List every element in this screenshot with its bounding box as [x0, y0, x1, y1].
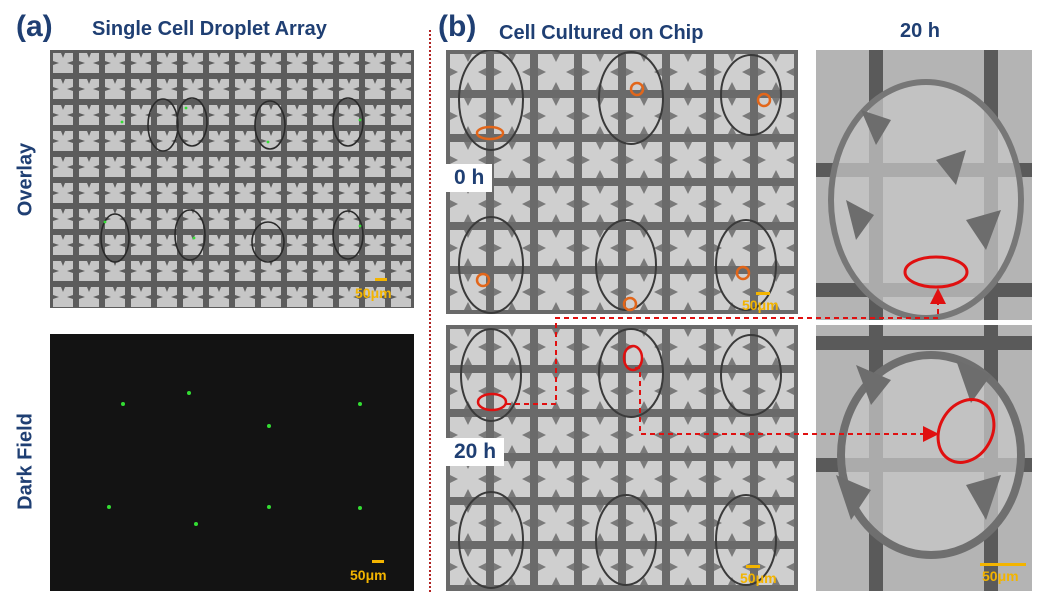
time-label-0h: 0 h [446, 164, 493, 192]
chip-0h-micrograph: 0 h 50μm [446, 50, 798, 314]
dark-field-scale-bar [372, 560, 384, 563]
chip-20h-scale-label: 50μm [740, 570, 777, 586]
chip-0h-scale-label: 50μm [742, 297, 779, 313]
zoom-scale-bar [980, 563, 1026, 566]
cell-dot [267, 505, 271, 509]
cell-dot [267, 424, 271, 428]
cell-dot [194, 522, 198, 526]
zoom-bottom-micrograph: 50μm [816, 325, 1032, 591]
panel-divider [429, 30, 431, 592]
overlay-scale-bar [375, 278, 387, 281]
panel-a-title: Single Cell Droplet Array [92, 18, 327, 40]
overlay-scale-label: 50μm [355, 285, 392, 301]
cell-dot [358, 506, 362, 510]
time-label-20h: 20 h [446, 438, 505, 466]
panel-b-right-title: 20 h [900, 20, 941, 42]
cell-dot [187, 391, 191, 395]
chip-0h-scale-bar [756, 292, 770, 295]
dark-field-micrograph: 50μm [50, 334, 414, 591]
cell-dot [107, 505, 111, 509]
cell-dot [121, 402, 125, 406]
arrow-to-top-zoom [506, 288, 946, 405]
chip-20h-scale-bar [746, 565, 760, 568]
overlay-micrograph: 50μm [50, 50, 414, 308]
panel-b-title: Cell Cultured on Chip [499, 22, 704, 44]
zoom-scale-label: 50μm [982, 568, 1019, 584]
dark-field-scale-label: 50μm [350, 567, 387, 583]
panel-b-letter: (b) [438, 10, 477, 43]
zoom-top-micrograph [816, 50, 1032, 320]
arrow-to-bottom-zoom [635, 367, 939, 442]
panel-a-letter: (a) [16, 10, 53, 43]
cell-dot [358, 402, 362, 406]
chip-20h-micrograph: 20 h 50μm [446, 325, 798, 591]
